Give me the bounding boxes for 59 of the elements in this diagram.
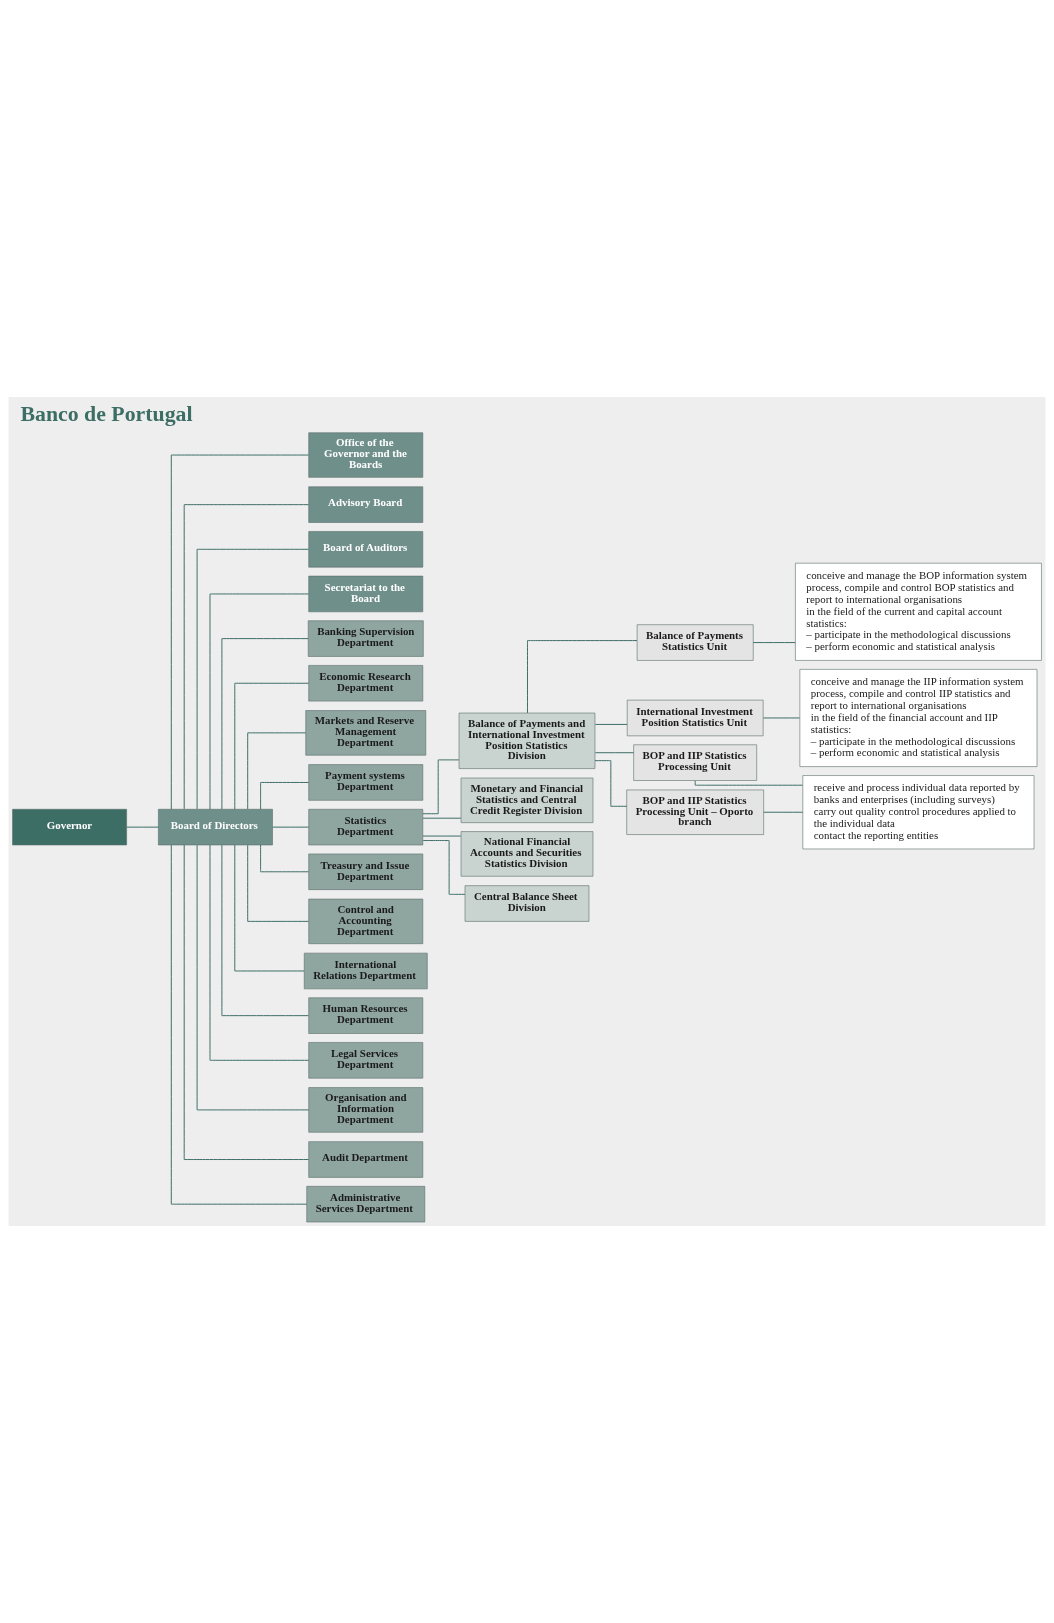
connector (170, 844, 308, 1205)
connector (272, 826, 310, 828)
connector (247, 844, 309, 922)
node-box: BOP and IIP Statistics Processing Unit (633, 744, 757, 781)
connector (752, 642, 796, 644)
node-box: Administrative Services Department (306, 1186, 426, 1223)
node-box: Governor (12, 808, 127, 846)
node-box: Human Resources Department (308, 997, 424, 1034)
connector (594, 723, 628, 725)
node-box: Banking Supervision Department (307, 620, 424, 657)
node-box: conceive and manage the IIP information system process, compile and control IIP statistics and report to international organisations in the field of the financial account and IIP statistics: – participate in the methodological discussions – perform economic and statistical analysis (799, 669, 1038, 767)
connector (183, 504, 310, 810)
connector (422, 817, 462, 819)
node-box: Payment systems Department (308, 764, 424, 801)
connector (260, 782, 310, 810)
connector (234, 682, 310, 810)
node-box: International Relations Department (303, 952, 428, 990)
connector (422, 835, 462, 837)
connector (126, 826, 159, 828)
node-box: Board of Auditors (308, 531, 424, 568)
connector (762, 717, 801, 719)
node-box: Organisation and Information Department (308, 1087, 424, 1133)
connector (183, 844, 310, 1160)
connector (196, 548, 310, 810)
connector (234, 844, 305, 972)
connector (763, 811, 804, 813)
node-box: Board of Directors (158, 808, 273, 846)
node-box: Balance of Payments and International Investment Position Statistics Division (458, 712, 596, 769)
node-box: Secretariat to the Board (308, 575, 424, 613)
node-box: International Investment Position Statistics Unit (626, 699, 764, 737)
diagram-title: Banco de Portugal (20, 402, 193, 427)
connector (170, 454, 309, 810)
node-box: Office of the Governor and the Boards (308, 432, 424, 478)
node-box: Statistics Department (308, 808, 424, 846)
connector (422, 759, 460, 815)
node-box: Control and Accounting Department (308, 898, 424, 944)
connector (221, 638, 309, 810)
connector (209, 844, 310, 1061)
node-box: receive and process individual data reported by banks and enterprises (including surveys) carry out quality control procedures applied to the individual data contact the reporting entities (802, 775, 1035, 850)
node-box: Balance of Payments Statistics Unit (636, 624, 754, 661)
node-box: Central Balance Sheet Division (464, 885, 590, 922)
connector (594, 752, 635, 754)
connector (694, 780, 804, 786)
node-box: Markets and Reserve Management Department (305, 710, 427, 756)
node-box: National Financial Accounts and Securities Statistics Division (460, 831, 594, 877)
node-box: Monetary and Financial Statistics and Central Credit Register Division (460, 777, 594, 823)
connector (221, 844, 309, 1017)
node-box: conceive and manage the BOP information system process, compile and control BOP statistics and report to international organisations in the field of the current and capital account statistics: – participate in the methodological discussions – perform economic and statistical analysis (795, 562, 1042, 661)
node-box: Advisory Board (308, 486, 424, 523)
node-box: Legal Services Department (308, 1042, 424, 1079)
connector (196, 844, 310, 1111)
connector (209, 593, 310, 810)
node-box: Treasury and Issue Department (308, 853, 424, 890)
connector (247, 732, 307, 810)
node-box: Economic Research Department (308, 665, 424, 702)
connector (527, 640, 638, 714)
node-box: Audit Department (308, 1141, 424, 1178)
connector (260, 844, 310, 873)
node-box: BOP and IIP Statistics Processing Unit – Oporto branch (626, 789, 764, 835)
